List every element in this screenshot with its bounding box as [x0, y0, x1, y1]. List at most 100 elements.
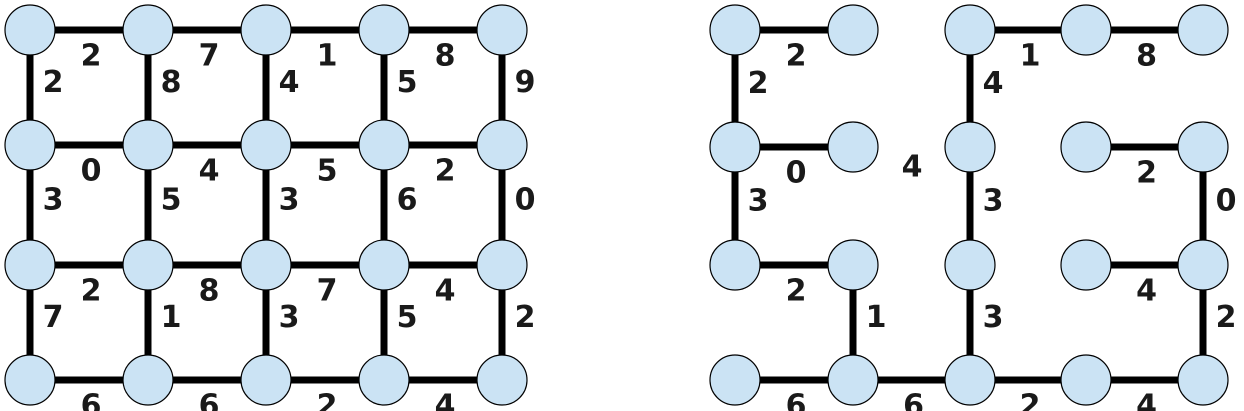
edge-weight-label: 6 [199, 389, 220, 411]
graph-node[interactable] [122, 4, 174, 56]
graph-node[interactable] [709, 354, 761, 406]
edge-weight-label: 0 [515, 183, 536, 218]
graph-node[interactable] [358, 119, 410, 171]
edge-weight-label: 2 [81, 39, 102, 74]
edge-weight-label: 5 [397, 300, 418, 335]
graph-node[interactable] [240, 354, 292, 406]
edge-weight-label: 4 [902, 150, 923, 185]
graph-node[interactable] [476, 354, 528, 406]
graph-node[interactable] [827, 239, 879, 291]
edge-weight-label: 8 [435, 39, 456, 74]
edge-weight-label: 8 [161, 65, 182, 100]
graph-node[interactable] [240, 119, 292, 171]
edge-weight-label: 8 [1136, 39, 1157, 74]
graph-node[interactable] [476, 239, 528, 291]
edge-weight-label: 6 [786, 389, 807, 411]
edge-weight-label: 2 [1020, 389, 1041, 411]
graph-node[interactable] [709, 239, 761, 291]
edge-weight-label: 3 [43, 183, 64, 218]
edge-weight-label: 4 [983, 66, 1004, 101]
edge-weight-label: 5 [317, 154, 338, 189]
edge-weight-label: 7 [199, 39, 220, 74]
graph-node[interactable] [122, 239, 174, 291]
edge-weight-label: 3 [279, 183, 300, 218]
graph-node[interactable] [4, 354, 56, 406]
edge-weight-label: 7 [43, 300, 64, 335]
edge-weight-label: 1 [317, 39, 338, 74]
graph-node[interactable] [358, 4, 410, 56]
graph-node[interactable] [240, 4, 292, 56]
graph-node[interactable] [240, 239, 292, 291]
graph-node[interactable] [944, 121, 996, 173]
edge-weight-label: 7 [317, 274, 338, 309]
graph-node[interactable] [1177, 121, 1229, 173]
edge-weight-label: 5 [161, 183, 182, 218]
graph-node[interactable] [827, 4, 879, 56]
edge-weight-label: 4 [435, 274, 456, 309]
right-graph-nodes [709, 4, 1229, 406]
graph-node[interactable] [944, 354, 996, 406]
edge-weight-label: 1 [866, 300, 887, 335]
edge-weight-label: 2 [748, 66, 769, 101]
graph-node[interactable] [122, 119, 174, 171]
graph-node[interactable] [358, 354, 410, 406]
graph-node[interactable] [1177, 354, 1229, 406]
right-graph-edges [731, 26, 1207, 384]
edge-weight-label: 4 [1136, 389, 1157, 411]
graph-node[interactable] [1177, 239, 1229, 291]
edge-weight-label: 9 [515, 65, 536, 100]
edge-weight-label: 5 [397, 65, 418, 100]
graph-node[interactable] [944, 239, 996, 291]
graph-node[interactable] [358, 239, 410, 291]
edge-weight-label: 6 [397, 183, 418, 218]
left-graph-nodes [4, 4, 528, 406]
left-graph-edges [26, 26, 506, 384]
edge-weight-label: 1 [161, 300, 182, 335]
graph-node[interactable] [1060, 4, 1112, 56]
edge-weight-label: 2 [81, 274, 102, 309]
graph-node[interactable] [709, 4, 761, 56]
graph-node[interactable] [476, 4, 528, 56]
graph-node[interactable] [827, 121, 879, 173]
edge-weight-label: 4 [279, 65, 300, 100]
edge-weight-label: 2 [1136, 156, 1157, 191]
edge-weight-label: 2 [515, 300, 536, 335]
edge-weight-label: 0 [786, 156, 807, 191]
graph-node[interactable] [1060, 354, 1112, 406]
graph-node[interactable] [827, 354, 879, 406]
graph-node[interactable] [476, 119, 528, 171]
graph-node[interactable] [122, 354, 174, 406]
edge-weight-label: 2 [786, 274, 807, 309]
edge-weight-label: 3 [279, 300, 300, 335]
graph-node[interactable] [4, 4, 56, 56]
edge-weight-label: 6 [903, 389, 924, 411]
edge-weight-label: 2 [317, 389, 338, 411]
graph-node[interactable] [944, 4, 996, 56]
edge-weight-label: 2 [786, 39, 807, 74]
edge-weight-label: 4 [199, 154, 220, 189]
edge-weight-label: 4 [435, 389, 456, 411]
edge-weight-label: 2 [43, 65, 64, 100]
graph-node[interactable] [1060, 239, 1112, 291]
edge-weight-label: 3 [983, 300, 1004, 335]
edge-weight-label: 1 [1020, 39, 1041, 74]
edge-weight-label: 4 [1136, 274, 1157, 309]
edge-weight-label: 8 [199, 274, 220, 309]
edge-weight-label: 0 [1216, 184, 1237, 219]
graph-node[interactable] [1060, 121, 1112, 173]
graph-node[interactable] [709, 121, 761, 173]
graph-node[interactable] [4, 239, 56, 291]
edge-weight-label: 3 [983, 184, 1004, 219]
graph-node[interactable] [1177, 4, 1229, 56]
edge-weight-label: 3 [748, 184, 769, 219]
edge-weight-label: 6 [81, 389, 102, 411]
graph-node[interactable] [4, 119, 56, 171]
edge-weight-label: 0 [81, 154, 102, 189]
edge-weight-label: 2 [435, 154, 456, 189]
